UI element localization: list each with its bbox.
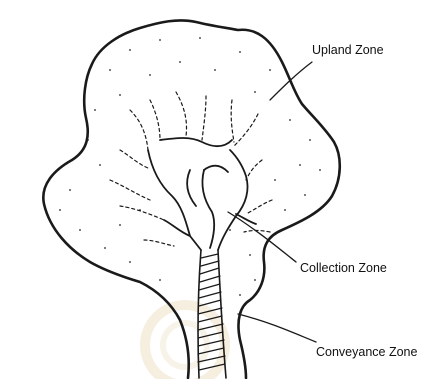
upland-zone-label: Upland Zone (312, 43, 384, 57)
collection-leader (228, 212, 296, 262)
collection-zone-label: Collection Zone (300, 261, 387, 275)
collection-network (148, 138, 256, 250)
conveyance-leader (238, 314, 316, 342)
upland-tributaries (110, 92, 272, 246)
stipple-texture (59, 37, 321, 296)
conveyance-zone-label: Conveyance Zone (316, 345, 418, 359)
